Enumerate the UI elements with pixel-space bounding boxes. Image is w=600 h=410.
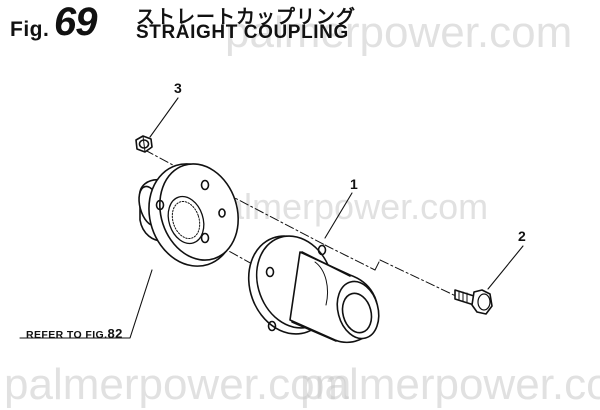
reference-fig-number: 82 [107, 326, 123, 341]
callout-part-2: 2 [518, 228, 526, 244]
title-english: STRAIGHT COUPLING [136, 22, 349, 43]
reference-text: REFER TO FIG. [26, 329, 108, 341]
hex-bolt [454, 289, 493, 315]
reference-label: REFER TO FIG.82 [26, 326, 123, 341]
title-japanese: ストレートカップリング [136, 7, 357, 28]
leader-lines [19, 97, 524, 339]
hex-nut [135, 135, 153, 153]
spline-flange [138, 163, 239, 267]
straight-coupling [247, 235, 380, 344]
watermark-top: palmerpower.com [225, 8, 573, 57]
fig-number: 69 [54, 0, 97, 44]
watermark-bottom-right: palmerpower.com [300, 360, 600, 409]
watermark-bottom-left: palmerpower.com [4, 360, 352, 409]
callout-part-1: 1 [350, 176, 358, 192]
callout-part-3: 3 [174, 80, 182, 96]
fig-prefix: Fig. [10, 18, 50, 41]
